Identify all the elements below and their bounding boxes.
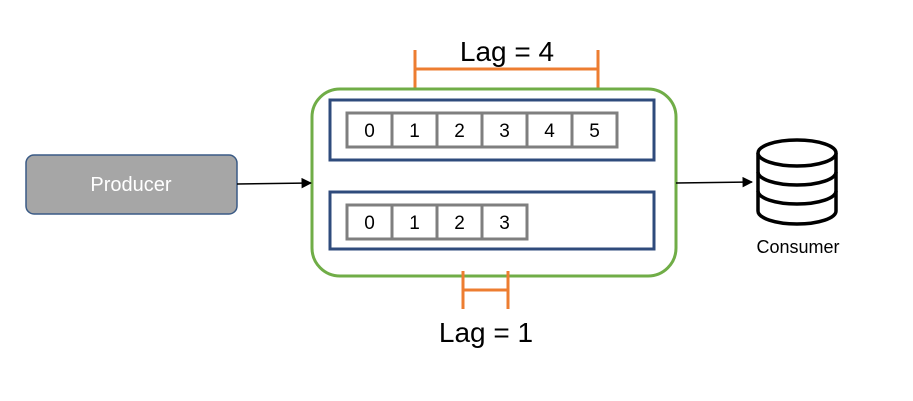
partition-0-offset-label: 2 [454,121,465,142]
partition-1-offset-cell [390,203,439,241]
partition-1-offsets: 0 1 2 3 [345,203,529,241]
consumer-label: Consumer [756,237,839,257]
partition-0-offset-label: 5 [589,121,600,142]
partition-0-offsets: 0 1 2 3 4 5 [345,111,619,149]
partition-1-offset-label: 1 [409,213,420,234]
producer-box [25,154,238,215]
database-icon [756,138,838,226]
lag-marker-bottom [461,271,510,309]
partition-1-offset-cell [480,203,529,241]
producer-to-broker-arrow [236,177,313,189]
partition-1-offset-label: 0 [364,213,375,234]
partition-0-offset-label: 3 [499,121,510,142]
partition-0-offset-cell [525,111,574,149]
partition-1-offset-label: 2 [454,213,465,234]
partition-1-offset-label: 3 [499,213,510,234]
partition-1-offset-cell [345,203,394,241]
lag-marker-top [413,50,600,88]
partition-0-offset-cell [435,111,484,149]
lag-label-bottom: Lag = 1 [439,317,533,348]
partition-0-offset-cell [480,111,529,149]
lag-label-top: Lag = 4 [460,36,554,67]
broker-to-consumer-arrow [675,176,754,188]
partition-0-offset-label: 4 [544,121,555,142]
partition-1-offset-cell [435,203,484,241]
producer-label: Producer [90,174,171,196]
partition-0-offset-cell [570,111,619,149]
partition-0-offset-label: 1 [409,121,420,142]
partition-0-offset-label: 0 [364,121,375,142]
